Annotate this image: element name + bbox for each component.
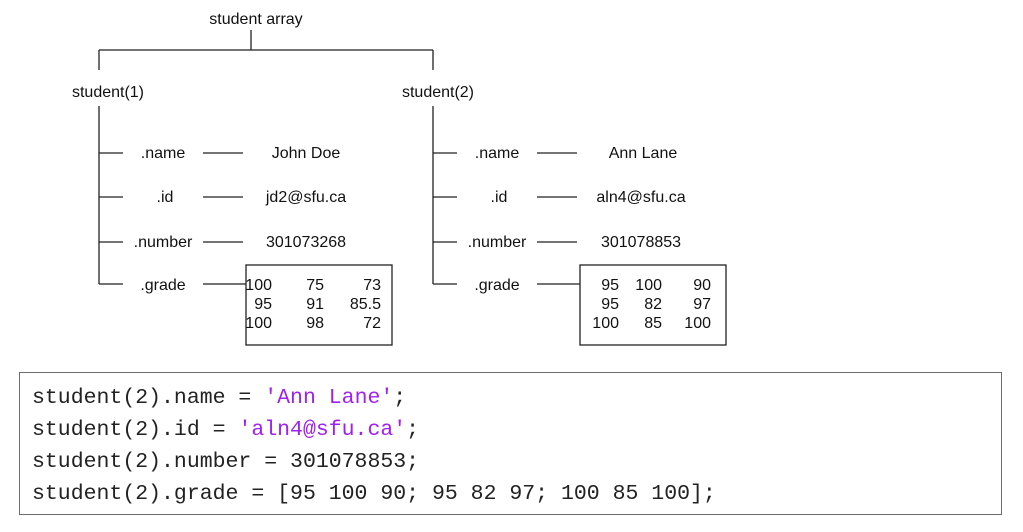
grade-cell: 85 — [644, 315, 662, 332]
grade-cell: 72 — [363, 315, 381, 332]
grade-cell: 91 — [306, 296, 324, 313]
code-text: ; — [393, 386, 407, 410]
field-name-label: .id — [491, 189, 508, 206]
grade-cell: 82 — [644, 296, 662, 313]
grade-matrix-box — [245, 264, 393, 346]
code-string-literal: 'Ann Lane' — [264, 386, 394, 410]
code-line-grade: student(2).grade = [95 100 90; 95 82 97;… — [32, 478, 1001, 510]
grade-cell: 75 — [306, 277, 324, 294]
grade-label: .grade — [140, 277, 185, 294]
field-name-label: .name — [141, 145, 186, 162]
student-1-subtree: student(1) .name John Doe .id jd2@sfu.ca… — [72, 84, 393, 346]
grade-cell: 90 — [693, 277, 711, 294]
field-value: jd2@sfu.ca — [265, 189, 346, 206]
code-text: student(2).number = 301078853; — [32, 450, 420, 474]
grade-cell: 95 — [601, 277, 619, 294]
grade-cell: 95 — [601, 296, 619, 313]
grade-label: .grade — [474, 277, 519, 294]
field-value: John Doe — [272, 145, 341, 162]
code-text: student(2).grade = [95 100 90; 95 82 97;… — [32, 482, 716, 506]
field-name-label: .number — [134, 234, 193, 251]
grade-cell: 100 — [245, 277, 272, 294]
field-value: Ann Lane — [609, 145, 678, 162]
grade-cell: 97 — [693, 296, 711, 313]
field-name-label: .number — [468, 234, 527, 251]
grade-cell: 95 — [254, 296, 272, 313]
code-text: student(2).name = — [32, 386, 265, 410]
student-struct-diagram: student array student(1) .name John Doe … — [72, 11, 727, 346]
field-value: 301073268 — [266, 234, 346, 251]
root-label: student array — [209, 11, 302, 28]
code-line-number: student(2).number = 301078853; — [32, 446, 1001, 478]
grade-cell: 100 — [635, 277, 662, 294]
grade-cell: 100 — [684, 315, 711, 332]
code-line-name: student(2).name = 'Ann Lane'; — [32, 382, 1001, 414]
student-2-subtree: student(2) .name Ann Lane .id aln4@sfu.c… — [402, 84, 727, 346]
field-value: 301078853 — [601, 234, 681, 251]
grade-cell: 100 — [245, 315, 272, 332]
code-line-id: student(2).id = 'aln4@sfu.ca'; — [32, 414, 1001, 446]
field-name-label: .id — [157, 189, 174, 206]
code-block: student(2).name = 'Ann Lane'; student(2)… — [19, 372, 1002, 515]
grade-cell: 98 — [306, 315, 324, 332]
grade-cell: 85.5 — [350, 296, 381, 313]
student-2-label: student(2) — [402, 84, 474, 101]
grade-matrix-box — [579, 264, 727, 346]
grade-cell: 73 — [363, 277, 381, 294]
field-name-label: .name — [475, 145, 520, 162]
student-1-label: student(1) — [72, 84, 144, 101]
code-string-literal: 'aln4@sfu.ca' — [238, 418, 407, 442]
field-value: aln4@sfu.ca — [596, 189, 685, 206]
grade-cell: 100 — [592, 315, 619, 332]
code-text: student(2).id = — [32, 418, 239, 442]
code-text: ; — [406, 418, 420, 442]
